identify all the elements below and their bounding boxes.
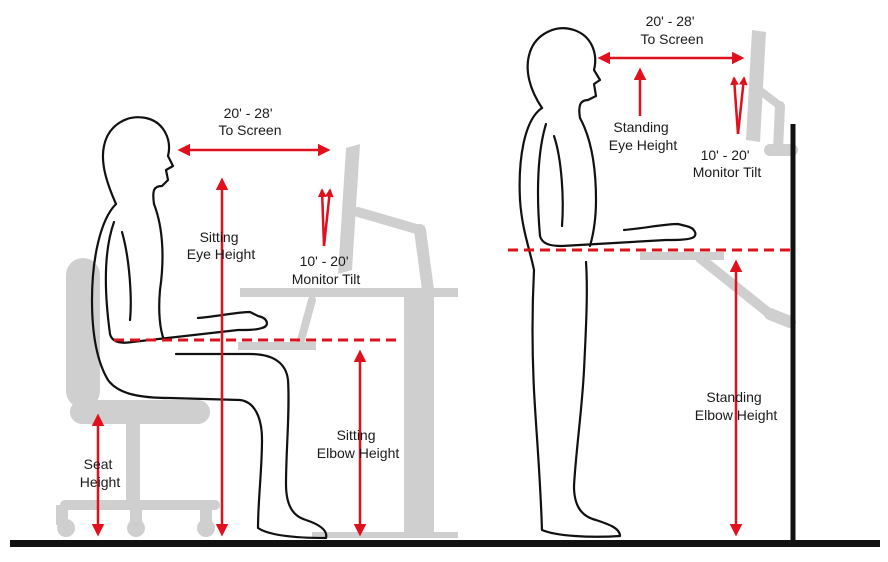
standing-monitor <box>746 30 798 156</box>
standing-elbow-height-label: Standing Elbow Height <box>695 389 778 423</box>
standing-distance-label: 20' - 28' To Screen <box>640 13 703 47</box>
sitting-distance-label: 20' - 28' To Screen <box>218 105 281 138</box>
office-chair <box>56 258 220 537</box>
standing-keyboard-arm <box>640 252 796 328</box>
seat-height-label: Seat Height <box>80 456 121 490</box>
sitting-monitor-tilt-arrows <box>317 188 334 247</box>
sitting-eye-height-label: Sitting Eye Height <box>187 229 256 262</box>
sitting-elbow-height-label: Sitting Elbow Height <box>317 427 400 461</box>
sitting-monitor-tilt-label: 10' - 20' Monitor Tilt <box>292 253 361 287</box>
sitting-monitor <box>296 144 434 348</box>
standing-monitor-tilt-label: 10' - 20' Monitor Tilt <box>693 147 762 180</box>
standing-eye-height-label: Standing Eye Height <box>609 119 678 153</box>
sitting-desk <box>238 288 458 538</box>
standing-monitor-tilt-arrows <box>730 76 748 135</box>
floor-line <box>10 540 880 547</box>
sitting-person <box>90 116 328 540</box>
standing-person <box>518 27 697 538</box>
